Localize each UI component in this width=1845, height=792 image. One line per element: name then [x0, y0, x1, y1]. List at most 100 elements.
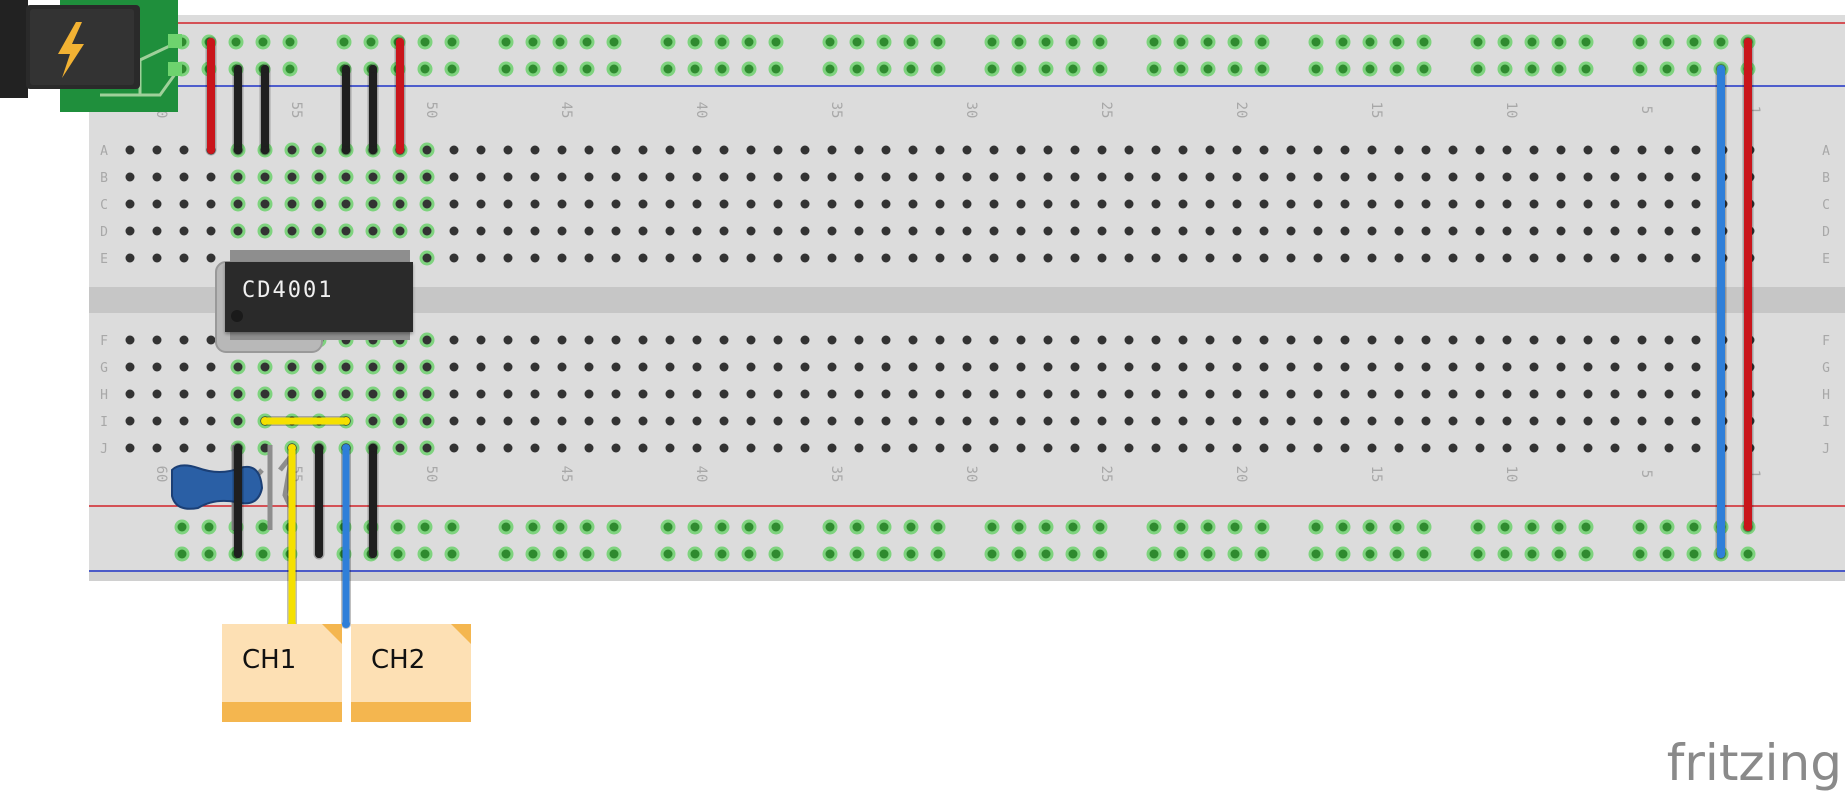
rail-hole	[1419, 522, 1429, 532]
breadboard-hole	[881, 172, 891, 182]
wire-black-2[interactable]	[259, 63, 271, 156]
rail-hole	[906, 549, 916, 559]
rail-hole	[258, 549, 268, 559]
rail-hole	[582, 549, 592, 559]
probe-ch1[interactable]: CH1	[222, 624, 342, 722]
rail-hole	[825, 37, 835, 47]
breadboard-hole	[341, 389, 351, 399]
rail-hole	[1095, 37, 1105, 47]
breadboard-hole	[1043, 335, 1053, 345]
wire-black-1[interactable]	[232, 63, 244, 156]
breadboard-hole	[773, 335, 783, 345]
breadboard-hole	[233, 199, 243, 209]
breadboard-hole	[800, 145, 810, 155]
wire-ch1-yellow[interactable]	[287, 443, 297, 629]
wire-black-7[interactable]	[367, 442, 379, 560]
rail-hole	[1419, 64, 1429, 74]
wire-ch2-blue[interactable]	[341, 443, 351, 629]
wire-black-4[interactable]	[367, 63, 379, 156]
breadboard-hole	[1556, 253, 1566, 263]
breadboard-hole	[368, 389, 378, 399]
probe-ch2[interactable]: CH2	[351, 624, 471, 722]
breadboard-hole	[152, 253, 162, 263]
breadboard-hole	[368, 172, 378, 182]
rail-hole	[231, 37, 241, 47]
rail-hole	[771, 522, 781, 532]
breadboard-hole	[1178, 199, 1188, 209]
breadboard-hole	[1610, 199, 1620, 209]
breadboard-hole	[1691, 199, 1701, 209]
column-number-label: 30	[963, 466, 979, 483]
breadboard-hole	[935, 362, 945, 372]
breadboard-hole	[1016, 389, 1026, 399]
rail-hole	[1203, 37, 1213, 47]
breadboard-hole	[989, 226, 999, 236]
breadboard-hole	[1259, 199, 1269, 209]
row-letter-label: F	[1822, 334, 1830, 349]
row-letter-label: G	[100, 361, 108, 376]
breadboard-hole	[1313, 226, 1323, 236]
rail-hole	[1257, 64, 1267, 74]
breadboard-hole	[1610, 416, 1620, 426]
wire-black-6[interactable]	[313, 442, 325, 560]
breadboard-hole	[611, 362, 621, 372]
breadboard-hole	[125, 416, 135, 426]
breadboard-hole	[476, 362, 486, 372]
breadboard-hole	[1178, 145, 1188, 155]
breadboard-hole	[152, 362, 162, 372]
breadboard-hole	[1367, 226, 1377, 236]
breadboard-hole	[584, 389, 594, 399]
wire-yellow-jumper[interactable]	[260, 416, 351, 426]
breadboard-hole	[773, 253, 783, 263]
breadboard-hole	[746, 172, 756, 182]
breadboard-hole	[287, 226, 297, 236]
breadboard-hole	[692, 416, 702, 426]
rail-hole	[1068, 549, 1078, 559]
wire-red-2[interactable]	[394, 36, 406, 156]
wire-blue-rail[interactable]	[1715, 63, 1727, 560]
breadboard-hole	[1340, 362, 1350, 372]
breadboard-hole	[557, 253, 567, 263]
rail-hole	[609, 37, 619, 47]
breadboard-hole	[152, 226, 162, 236]
breadboard-hole	[260, 172, 270, 182]
wire-red-1[interactable]	[205, 36, 217, 156]
breadboard-hole	[530, 362, 540, 372]
breadboard-hole	[719, 335, 729, 345]
breadboard-hole	[206, 362, 216, 372]
breadboard-hole	[1556, 226, 1566, 236]
rail-hole	[1068, 522, 1078, 532]
breadboard-hole	[827, 362, 837, 372]
breadboard-hole	[1070, 443, 1080, 453]
rail-hole	[1392, 549, 1402, 559]
breadboard-hole	[962, 443, 972, 453]
breadboard-hole	[206, 416, 216, 426]
breadboard-hole	[449, 199, 459, 209]
breadboard-hole	[1448, 389, 1458, 399]
probe-ch2-fold	[451, 624, 471, 644]
breadboard-hole	[1691, 253, 1701, 263]
breadboard-hole	[908, 145, 918, 155]
breadboard-hole	[908, 443, 918, 453]
wire-black-5[interactable]	[232, 442, 244, 560]
column-number-label: 25	[1098, 102, 1114, 119]
breadboard-hole	[989, 172, 999, 182]
rail-hole	[744, 522, 754, 532]
wire-black-3[interactable]	[340, 63, 352, 156]
breadboard-hole	[1664, 145, 1674, 155]
rail-hole	[1041, 522, 1051, 532]
rail-hole	[1311, 549, 1321, 559]
wire-red-rail[interactable]	[1742, 36, 1754, 533]
breadboard-hole	[584, 172, 594, 182]
rail-hole	[339, 37, 349, 47]
breadboard-hole	[692, 145, 702, 155]
breadboard-hole	[1205, 335, 1215, 345]
breadboard-hole	[962, 335, 972, 345]
breadboard-hole	[1097, 335, 1107, 345]
breadboard-hole	[1286, 199, 1296, 209]
row-letter-label: J	[1822, 442, 1830, 457]
rail-hole	[987, 64, 997, 74]
breadboard-hole	[503, 362, 513, 372]
breadboard-hole	[1097, 389, 1107, 399]
